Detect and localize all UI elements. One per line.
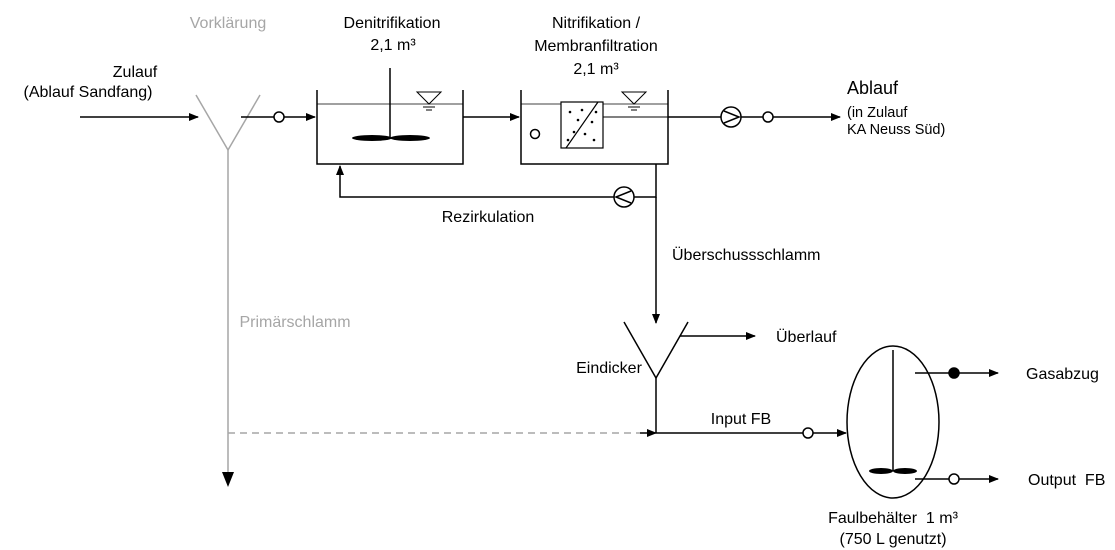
zulauf-label: Zulauf [113,64,158,81]
output-fb-label: Output FB [1028,472,1105,489]
eindicker-unit [623,321,689,433]
eindicker-label: Eindicker [576,360,642,377]
gasabzug-label: Gasabzug [1026,366,1099,383]
membrane-module-icon [560,101,604,149]
water-level-icon [620,91,648,111]
primaerschlamm-label: Primärschlamm [239,314,350,331]
rezirkulation-line [336,164,657,198]
rezirkulation-label: Rezirkulation [442,209,534,226]
membranfiltration-label: Membranfiltration [534,38,658,55]
nitrifikation-label: Nitrifikation / [552,15,641,32]
vorklaerung-unit [195,94,640,475]
ablauf-label: Ablauf [847,78,899,98]
denitrifikation-volume: 2,1 m³ [370,37,416,54]
valve-icon [762,111,774,123]
pump-icon [720,106,742,128]
vorklaerung-label: Vorklärung [190,15,267,32]
gas-valve-icon [948,367,960,379]
ablauf-sub-label-2: KA Neuss Süd) [847,122,945,138]
denitrifikation-label: Denitrifikation [344,15,441,32]
stirrer-icon [352,68,430,141]
nitrifikation-volume: 2,1 m³ [573,61,619,78]
valve-icon [948,473,960,485]
faulbehaelter-label: Faulbehälter 1 m³ [828,510,959,527]
pump-icon [613,186,635,208]
water-level-icon [415,91,443,111]
input-fb-label: Input FB [711,411,771,428]
ablauf-sub-label-1: (in Zulauf [847,105,908,121]
ueberschussschlamm-label: Überschussschlamm [672,246,820,264]
faulbehaelter-sub-label: (750 L genutzt) [839,531,946,548]
aeration-icon [529,128,541,140]
ueberlauf-label: Überlauf [776,328,837,346]
zulauf-sub-label: (Ablauf Sandfang) [24,84,153,101]
primaerschlamm-arrowhead [222,472,234,487]
valve-icon [273,111,285,123]
valve-icon [802,427,814,439]
stirrer-icon [869,350,917,474]
